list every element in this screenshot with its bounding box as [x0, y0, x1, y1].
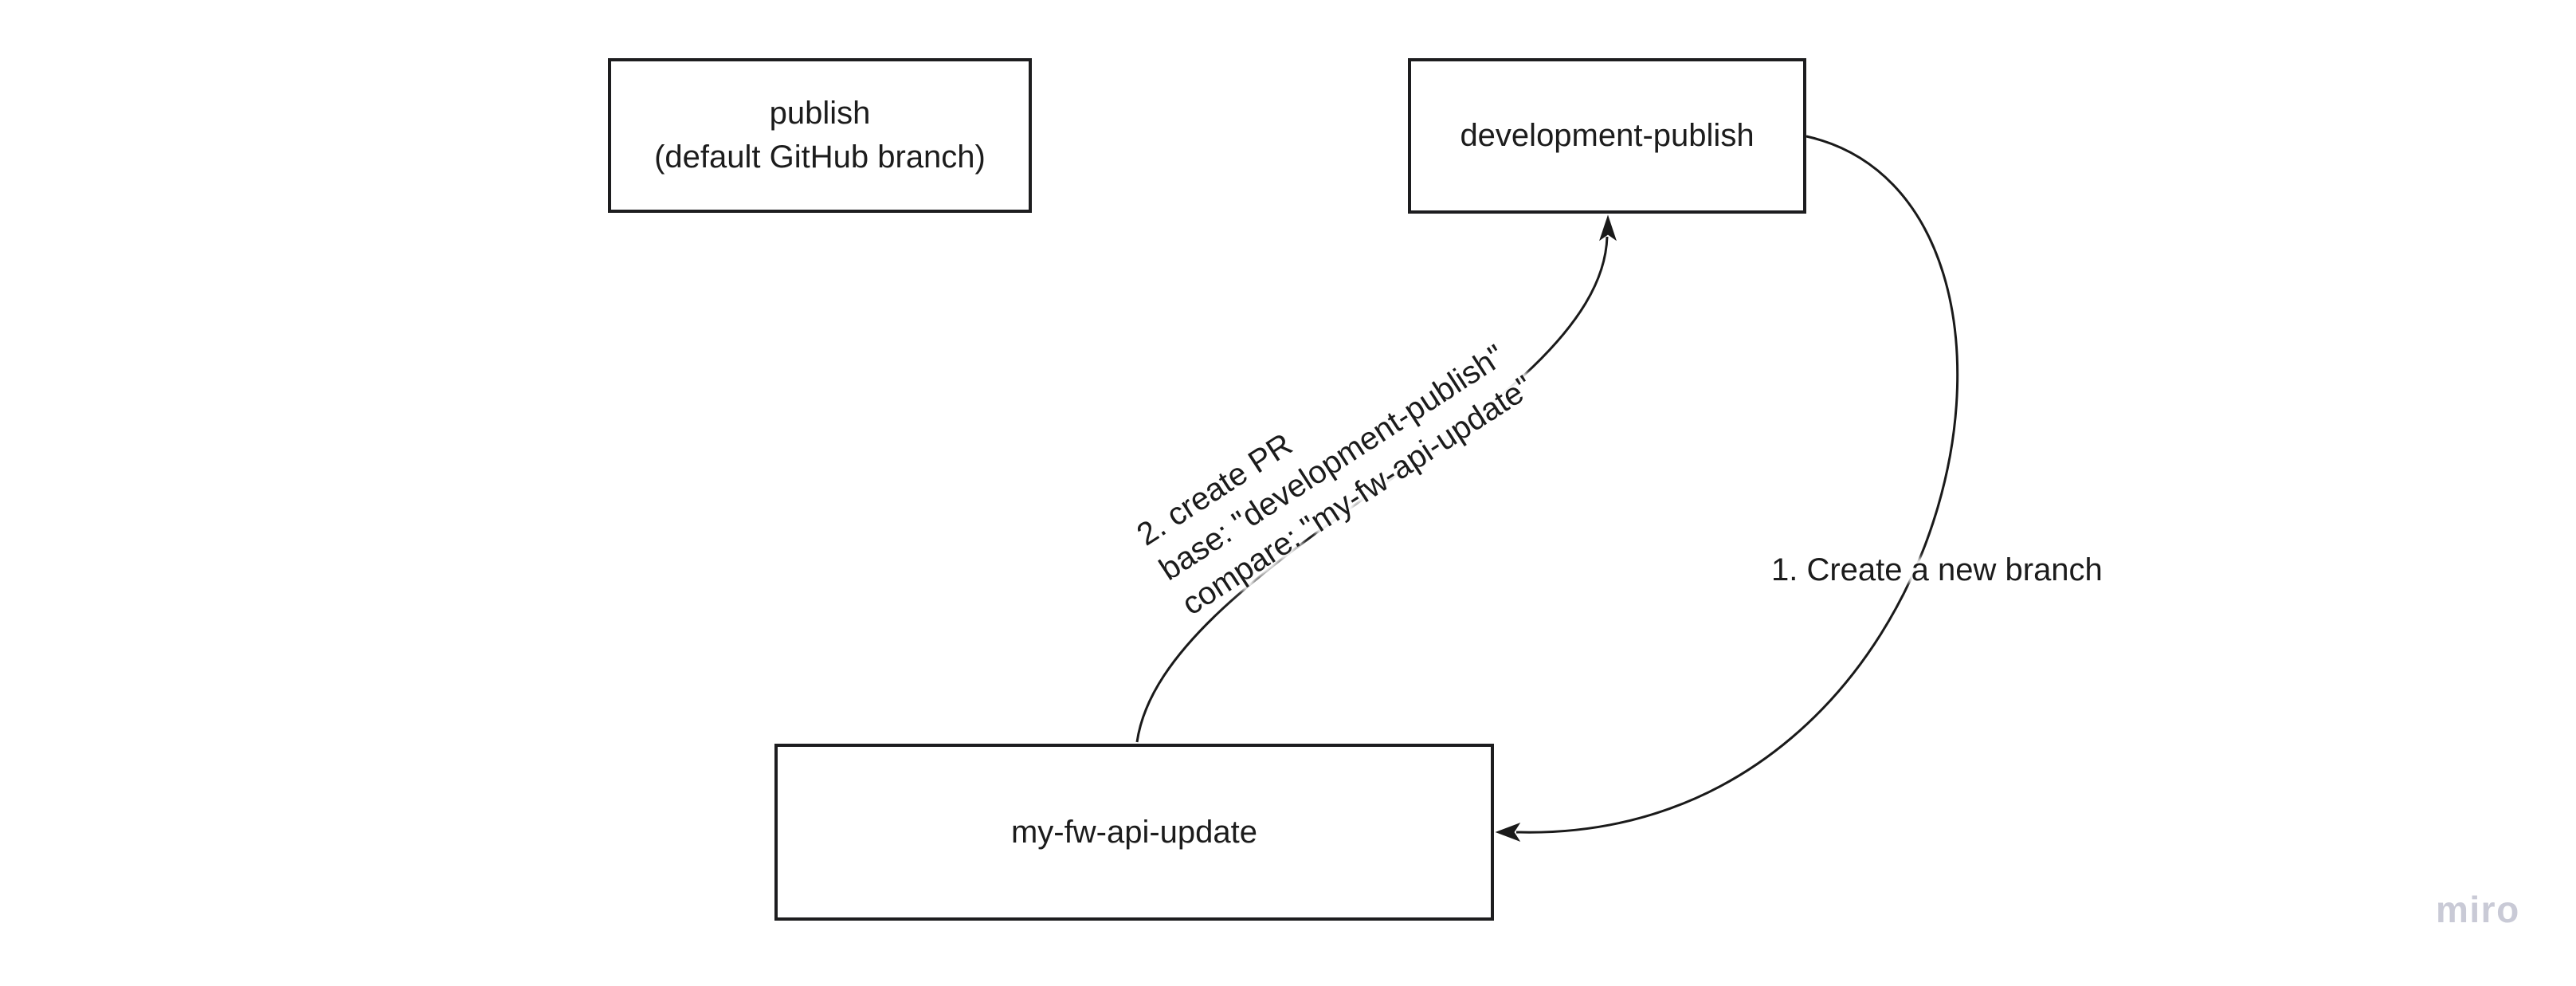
node-publish-label-line1: publish [769, 96, 871, 131]
miro-watermark: miro [2436, 889, 2520, 930]
node-publish-label: publish (default GitHub branch) [654, 92, 986, 179]
node-my-fw-api-update[interactable]: my-fw-api-update [774, 744, 1494, 921]
node-publish-label-line2: (default GitHub branch) [654, 139, 986, 175]
node-development-publish-label: development-publish [1460, 118, 1755, 153]
connector-create-branch[interactable] [1515, 135, 1959, 834]
node-development-publish[interactable]: development-publish [1408, 58, 1806, 214]
arrowhead-up-icon [1599, 214, 1617, 242]
connector-create-pr[interactable] [1135, 236, 1609, 743]
node-my-fw-api-update-label: my-fw-api-update [1010, 814, 1257, 850]
edge-label-create-branch[interactable]: 1. Create a new branch [1771, 552, 2103, 587]
arrowhead-left-icon [1495, 822, 1521, 843]
node-publish[interactable]: publish (default GitHub branch) [608, 58, 1032, 213]
